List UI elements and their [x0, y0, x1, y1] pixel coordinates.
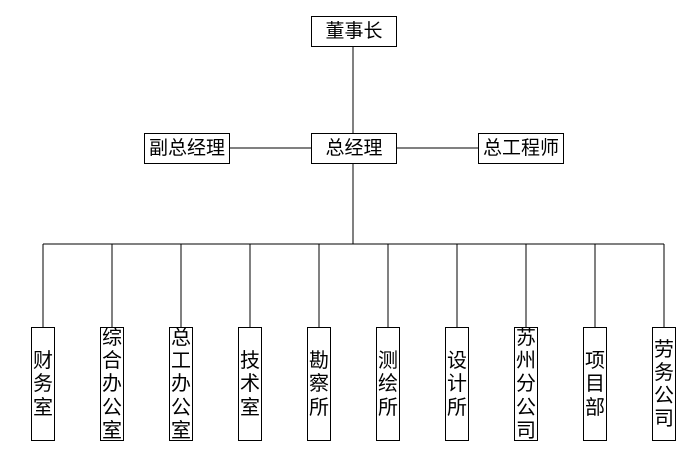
chairman-label: 董事长	[325, 20, 383, 42]
gm-box: 总经理	[311, 133, 397, 164]
chairman-box: 董事长	[311, 16, 397, 47]
department-box-labor: 劳务公司	[652, 327, 676, 441]
gm-label: 总经理	[325, 137, 383, 159]
department-drops	[42, 244, 665, 327]
department-label: 苏州分公司	[516, 325, 536, 442]
department-box-technical: 技术室	[238, 327, 262, 441]
department-label: 测绘所	[378, 348, 398, 419]
department-box-finance: 财务室	[31, 327, 55, 441]
department-label: 项目部	[585, 348, 605, 419]
department-box-mapping: 测绘所	[376, 327, 400, 441]
chief-engineer-box: 总工程师	[478, 133, 564, 164]
department-label: 劳务公司	[654, 336, 674, 431]
department-box-design: 设计所	[445, 327, 469, 441]
department-box-project: 项目部	[583, 327, 607, 441]
department-box-chief-engineer-office: 总工办公室	[169, 325, 193, 442]
department-label: 技术室	[240, 348, 260, 419]
department-label: 勘察所	[309, 348, 329, 419]
department-label: 总工办公室	[171, 325, 191, 442]
department-label: 设计所	[447, 348, 467, 419]
department-box-suzhou-branch: 苏州分公司	[514, 325, 538, 442]
vice-gm-box: 副总经理	[144, 133, 230, 164]
department-box-survey: 勘察所	[307, 327, 331, 441]
department-label: 综合办公室	[102, 325, 122, 442]
vice-gm-label: 副总经理	[148, 137, 225, 159]
department-label: 财务室	[33, 348, 53, 419]
chief-engineer-label: 总工程师	[482, 137, 559, 159]
department-box-general-office: 综合办公室	[100, 325, 124, 442]
